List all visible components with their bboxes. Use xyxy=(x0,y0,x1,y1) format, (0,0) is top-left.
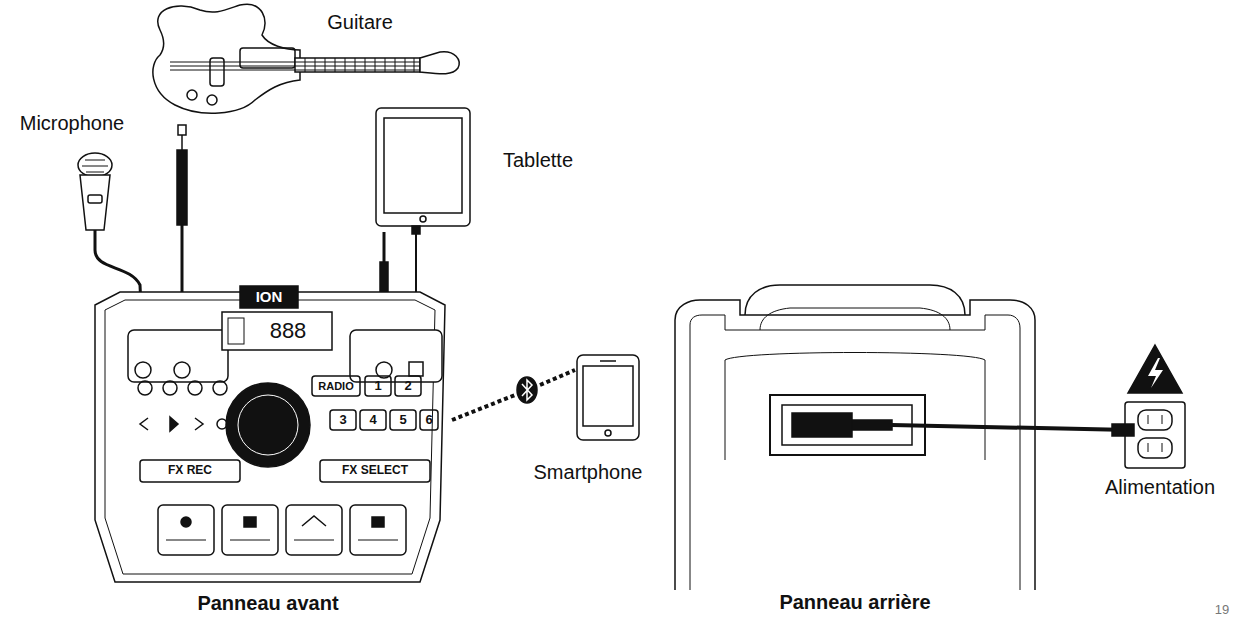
device-label: Guitare xyxy=(327,11,393,33)
panel-caption: Panneau arrière xyxy=(779,591,930,613)
button-label: 5 xyxy=(399,413,406,427)
device-label: Alimentation xyxy=(1105,476,1215,498)
button-label: 6 xyxy=(425,413,432,427)
power-outlet xyxy=(1112,345,1185,468)
front-panel xyxy=(95,286,445,582)
brand-logo: ION xyxy=(256,289,283,306)
smartphone xyxy=(577,355,639,440)
button-label: 2 xyxy=(404,379,411,393)
panel-caption: Panneau avant xyxy=(197,592,338,614)
device-label: Microphone xyxy=(20,112,125,134)
button-label: 4 xyxy=(369,413,376,427)
page-number: 19 xyxy=(1215,603,1229,617)
guitar xyxy=(153,4,459,113)
button-label: FX SELECT xyxy=(342,464,408,477)
button-label: 3 xyxy=(339,413,346,427)
display-digits: 888 xyxy=(270,319,307,343)
button-label: FX REC xyxy=(168,464,212,477)
device-label: Smartphone xyxy=(534,461,643,483)
bluetooth-link xyxy=(452,370,575,420)
device-label: Tablette xyxy=(503,149,573,171)
button-label: RADIO xyxy=(318,380,353,392)
rear-panel xyxy=(675,285,1130,590)
button-label: 1 xyxy=(374,379,381,393)
